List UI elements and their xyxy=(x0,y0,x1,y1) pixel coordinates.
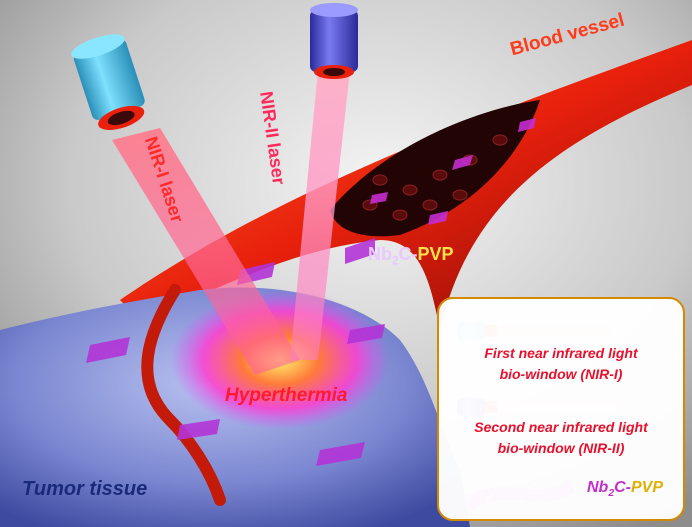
nb2c-prefix: Nb xyxy=(368,244,392,264)
legend-nir1-line2: bio-window (NIR-I) xyxy=(499,366,623,382)
tumor-nanosheets xyxy=(86,238,385,466)
nb2c-mid: C- xyxy=(398,244,418,264)
legend-nb2c-suffix: PVP xyxy=(631,479,664,496)
legend-nb2c-mid: C- xyxy=(614,479,631,496)
legend-box: First near infrared light bio-window (NI… xyxy=(437,297,685,521)
legend-nb2c-subscript: 2 xyxy=(608,488,615,500)
nb2c-pvp-label: Nb2C-PVP xyxy=(368,244,454,268)
tumor-vessel-branch xyxy=(141,284,226,506)
legend-nb2c-prefix: Nb xyxy=(587,479,609,496)
legend-nir2-line1: Second near infrared light xyxy=(474,419,648,435)
tumor-tissue-label: Tumor tissue xyxy=(22,478,148,500)
nb2c-suffix: PVP xyxy=(417,244,454,264)
legend-nb2c-pvp-label: Nb2C-PVP xyxy=(587,479,663,499)
legend-nir2-line2: bio-window (NIR-II) xyxy=(497,440,625,456)
vessel-nanosheets xyxy=(370,118,536,225)
hyperthermia-label: Hyperthermia xyxy=(225,385,348,406)
legend-nir1-line1: First near infrared light xyxy=(484,345,638,361)
red-blood-cells xyxy=(362,134,508,221)
nir1-beam xyxy=(112,128,300,375)
nir1-laser-device xyxy=(71,34,145,130)
nir2-laser-device xyxy=(310,3,358,79)
vessel-lumen xyxy=(330,100,540,237)
nb2c-subscript: 2 xyxy=(392,254,399,268)
nir2-beam xyxy=(290,70,350,360)
